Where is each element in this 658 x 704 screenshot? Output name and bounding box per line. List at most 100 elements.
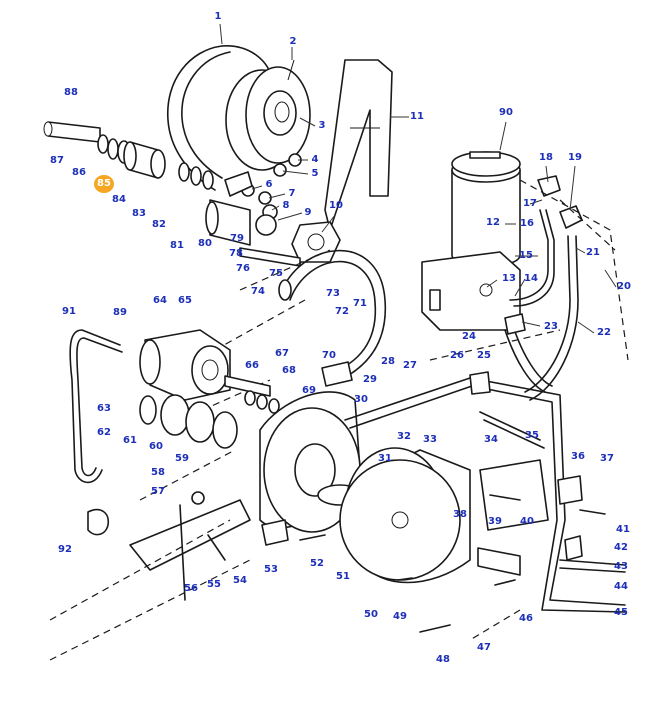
callout-number: 73 [326,288,340,299]
callout-number: 50 [364,609,378,620]
callout-number: 44 [614,581,628,592]
callout-number: 16 [520,218,534,229]
callout-number: 68 [282,365,296,376]
callout-number: 37 [600,453,614,464]
callout-number: 6 [265,179,273,190]
drain-pipe [69,329,123,484]
callout-number: 11 [410,111,424,122]
callout-number: 25 [477,350,491,361]
callout-number: 19 [568,152,582,163]
callout-number: 90 [499,107,513,118]
callout-number: 20 [617,281,631,292]
callout-number: 30 [354,394,368,405]
hydraulic-lines-right [504,175,629,401]
callout-number: 70 [322,350,336,361]
callout-number: 31 [378,453,392,464]
callout-number: 82 [152,219,166,230]
pipe-clamp-bracket [477,459,606,576]
callout-number: 36 [571,451,585,462]
callout-number: 57 [151,486,165,497]
callout-number: 23 [544,321,558,332]
callout-number: 33 [423,434,437,445]
callout-number: 2 [289,36,297,47]
callout-number: 60 [149,441,163,452]
callout-number: 34 [484,434,498,445]
callout-number: 53 [264,564,278,575]
pressure-pipes [344,371,626,613]
callout-number: 10 [329,200,343,211]
callout-number: 54 [233,575,247,586]
mounting-bracket [324,59,393,231]
callout-number: 75 [269,268,283,279]
callout-number: 7 [288,188,296,199]
callout-number: 81 [170,240,184,251]
callout-number: 47 [477,642,491,653]
callout-number: 91 [62,306,76,317]
callout-number: 5 [311,168,319,179]
callout-number: 27 [403,360,417,371]
callout-number: 22 [597,327,611,338]
callout-number: 55 [207,579,221,590]
callout-number: 39 [488,516,502,527]
callout-number: 92 [58,544,72,555]
callout-number: 15 [519,250,533,261]
callout-number: 52 [310,558,324,569]
callout-number: 4 [311,154,319,165]
callout-number: 26 [450,350,464,361]
callout-number: 49 [393,611,407,622]
callout-number: 29 [363,374,377,385]
callout-highlighted: 85 [94,175,114,193]
callout-number: 48 [436,654,450,665]
callout-number: 58 [151,467,165,478]
callout-number: 72 [335,306,349,317]
callout-number: 14 [524,273,538,284]
callout-number: 87 [50,155,64,166]
callout-number: 40 [520,516,534,527]
callout-leaders [219,23,617,334]
callout-number: 32 [397,431,411,442]
pump-body-upper [205,199,341,267]
callout-number: 41 [616,524,630,535]
callout-number: 18 [539,152,553,163]
callout-number: 59 [175,453,189,464]
callout-number: 17 [523,198,537,209]
callout-number: 69 [302,385,316,396]
callout-number: 42 [614,542,628,553]
callout-number: 86 [72,167,86,178]
callout-number: 80 [198,238,212,249]
pulley [225,59,311,171]
hydraulic-pump [139,329,271,401]
callout-number: 78 [229,248,243,259]
callout-number: 45 [614,607,628,618]
callout-number: 89 [113,307,127,318]
callout-number: 43 [614,561,628,572]
callout-number: 24 [462,331,476,342]
callout-number: 56 [184,583,198,594]
callout-number: 3 [318,120,326,131]
drive-gear-and-cover [339,447,471,584]
reservoir [421,151,521,331]
bolts [397,494,521,633]
callout-number: 28 [381,356,395,367]
return-hose [278,249,387,387]
mounting-frame [49,491,326,661]
callout-number: 79 [230,233,244,244]
callout-number: 67 [275,348,289,359]
callout-number: 13 [502,273,516,284]
callout-number: 61 [123,435,137,446]
callout-number: 46 [519,613,533,624]
callout-number: 62 [97,427,111,438]
callout-number: 63 [97,403,111,414]
shaft-assembly [43,121,214,190]
gear-stack [139,390,280,449]
callout-number: 88 [64,87,78,98]
callout-number: 83 [132,208,146,219]
callout-number: 12 [486,217,500,228]
callout-number: 76 [236,263,250,274]
callout-number: 35 [525,430,539,441]
callout-number: 1 [214,11,222,22]
callout-number: 71 [353,298,367,309]
callout-number: 9 [304,207,312,218]
